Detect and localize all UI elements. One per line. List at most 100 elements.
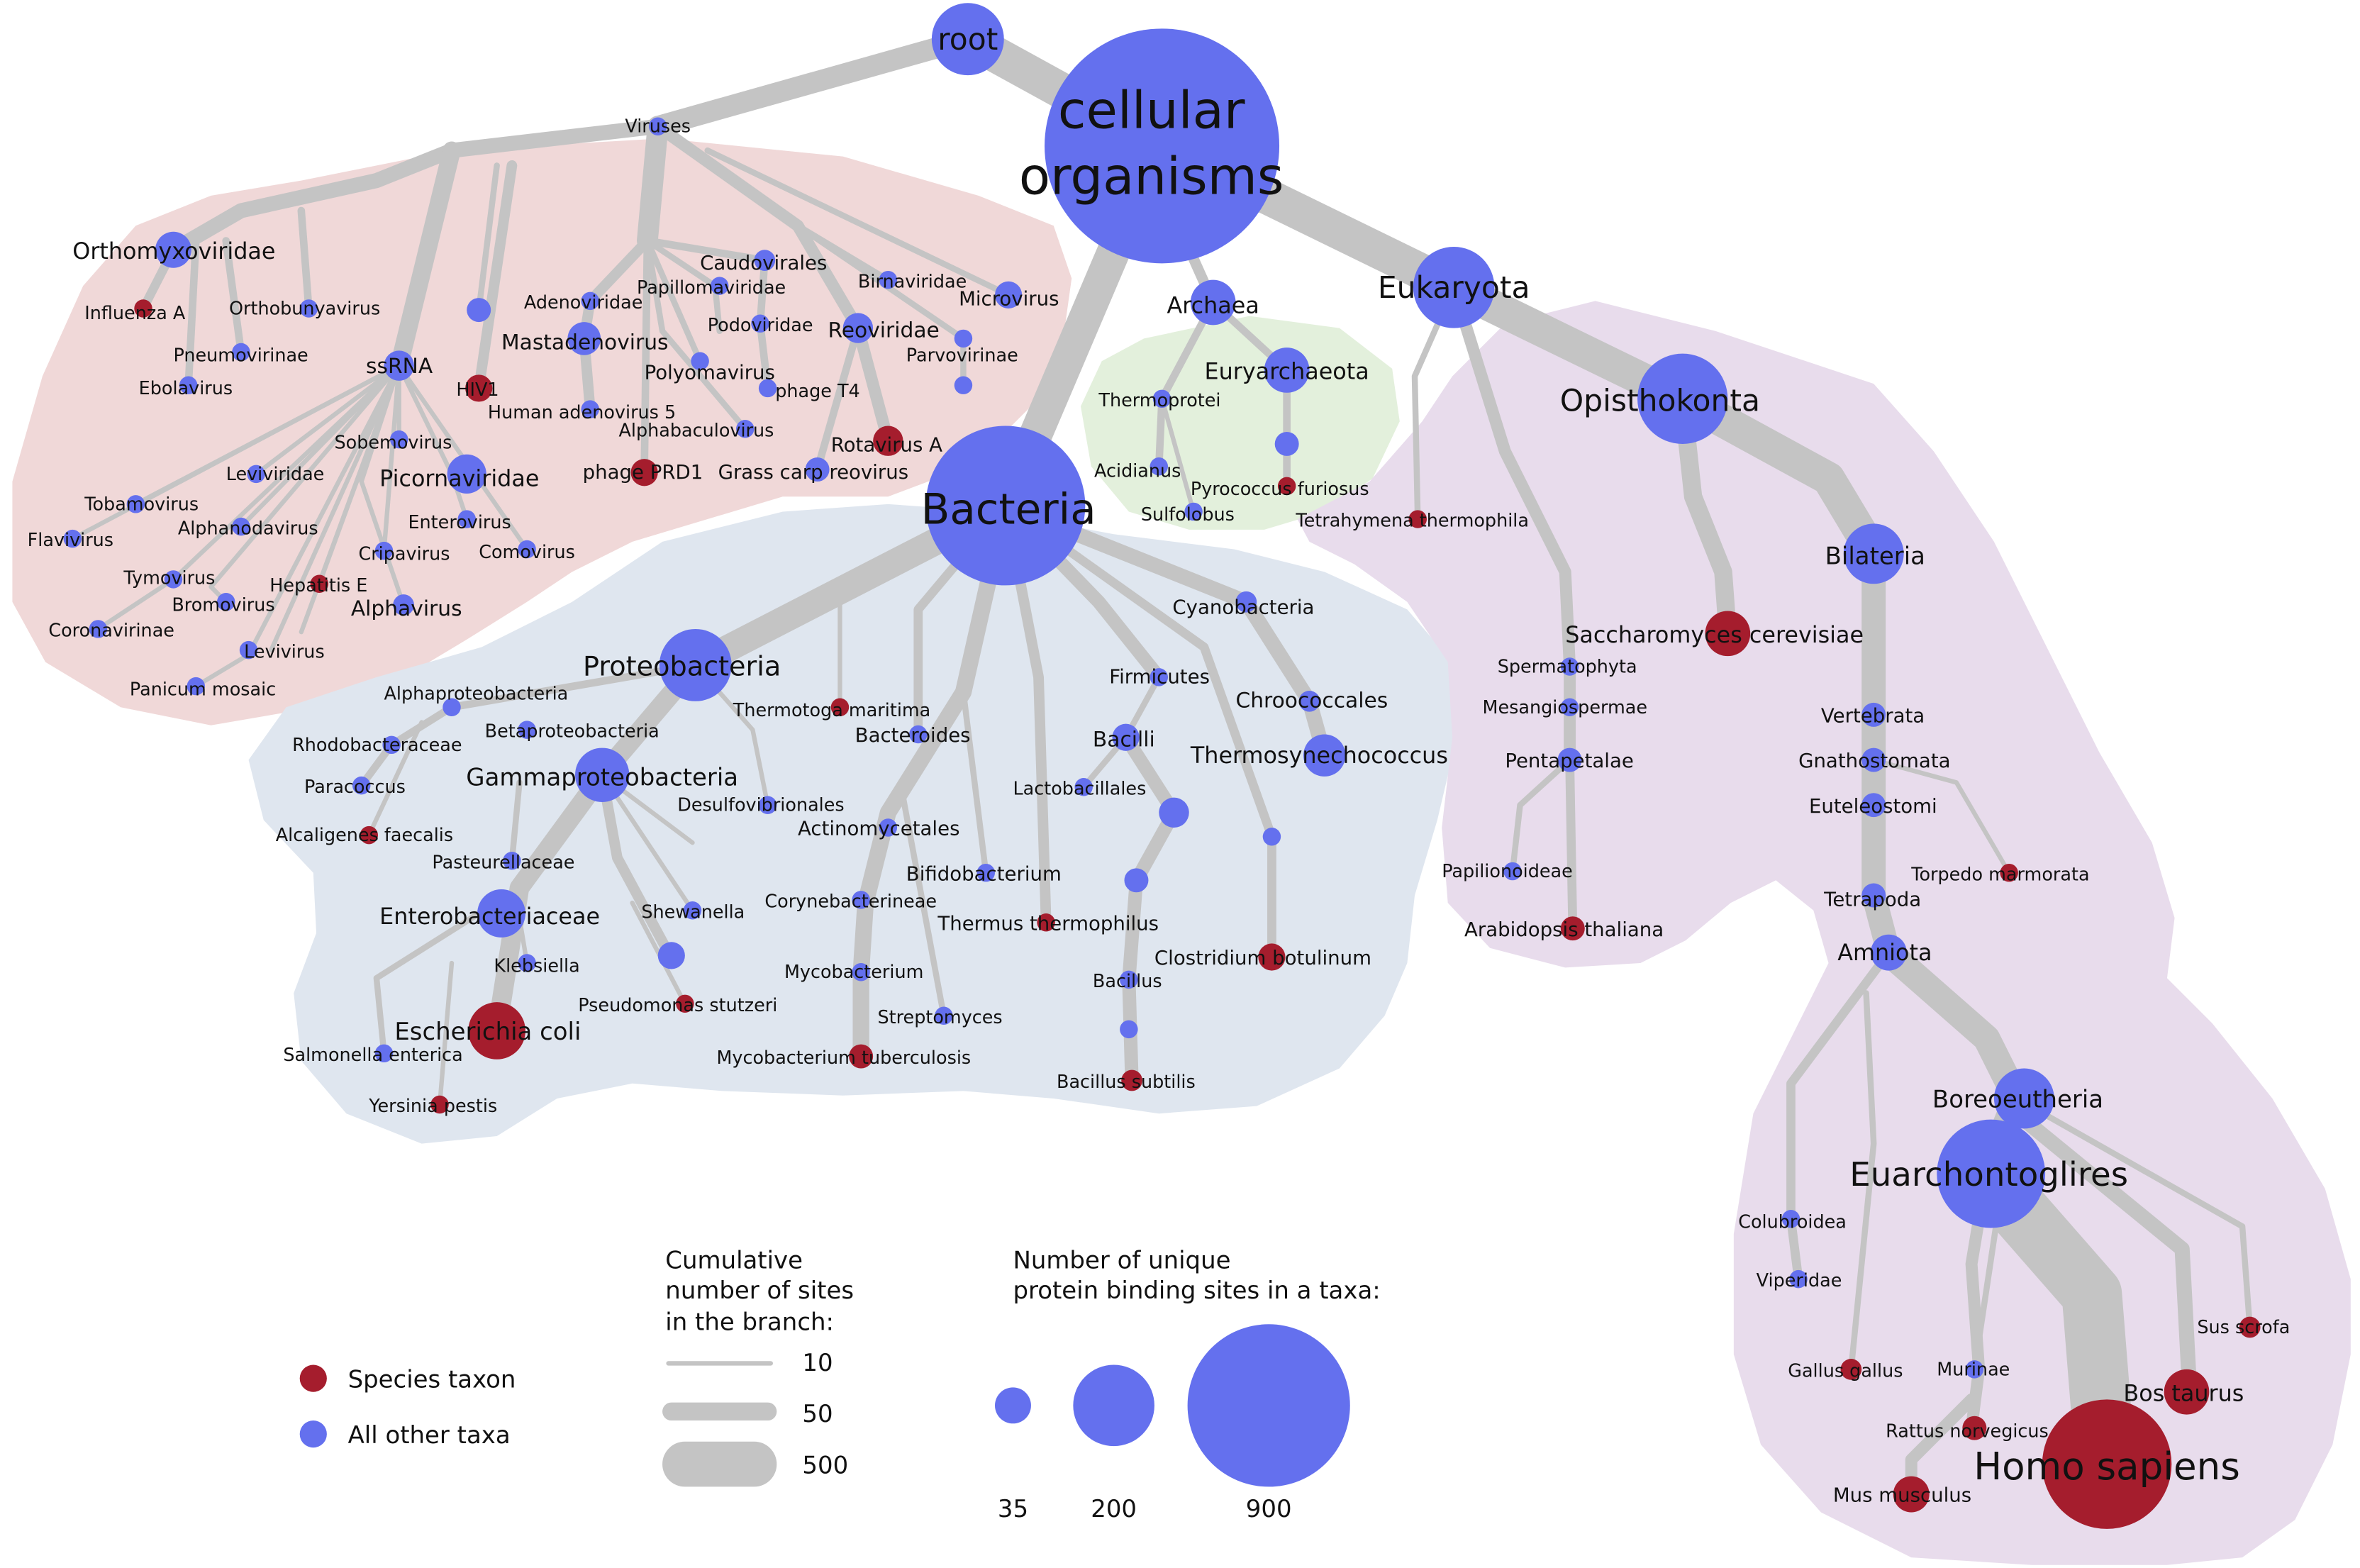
- edge-b-shew2: [600, 772, 695, 913]
- label-chroococcales: Chroococcales: [1236, 688, 1388, 713]
- node-virus-unnamed-1: [467, 298, 491, 323]
- label-pseudomonas-stutzeri: Pseudomonas stutzeri: [578, 995, 777, 1016]
- size-legend-value-35: 35: [998, 1495, 1028, 1523]
- label-ssrna: ssRNA: [366, 354, 433, 379]
- node-influenza-a: [134, 299, 152, 318]
- node-tymovirus: [164, 570, 183, 589]
- label-rhodobacteraceae: Rhodobacteraceae: [292, 735, 462, 756]
- label-cripavirus: Cripavirus: [358, 543, 450, 565]
- node-phage-prd1: [630, 459, 658, 486]
- label-thermoprotei: Thermoprotei: [1098, 390, 1220, 411]
- label-archaea: Archaea: [1167, 291, 1259, 318]
- node-torpedo-marmorata: [2000, 863, 2018, 882]
- edge-a-eury: [1209, 299, 1291, 490]
- label-alphavirus: Alphavirus: [351, 596, 462, 621]
- label-euteleostomi: Euteleostomi: [1809, 794, 1937, 818]
- tree-edges: [70, 21, 2253, 1513]
- label-cyanobacteria: Cyanobacteria: [1172, 596, 1314, 619]
- edge-ss-6: [253, 363, 401, 477]
- node-alphanodavirus: [232, 517, 250, 536]
- node-archaea: [1190, 279, 1236, 326]
- label-cellular: cellular: [1058, 81, 1245, 140]
- edge-e-papil: [1509, 757, 1573, 874]
- label-ebolavirus: Ebolavirus: [139, 378, 233, 399]
- label-flavivirus: Flavivirus: [28, 530, 113, 551]
- edge-v-adeno: [579, 235, 653, 415]
- label-leviviridae: Leviviridae: [226, 464, 325, 485]
- label-mycobacterium-tuberculosis: Mycobacterium tuberculosis: [716, 1047, 971, 1069]
- edge-b-pasteu: [508, 779, 523, 864]
- label-orthobunyavirus: Orthobunyavirus: [229, 298, 380, 319]
- edge-e-sus: [2013, 1095, 2253, 1330]
- label-caudovirales: Caudovirales: [700, 251, 827, 274]
- label-firmicutes: Firmicutes: [1109, 665, 1210, 688]
- label-corynebacterineae: Corynebacterineae: [764, 891, 937, 912]
- edge-v-micro: [704, 147, 1012, 299]
- edge-v-alphab: [644, 238, 749, 432]
- node-birnaviridae: [879, 270, 898, 289]
- size-legend-value-200: 200: [1091, 1495, 1137, 1523]
- node-rotavirus-a: [873, 426, 903, 456]
- node-opisthokonta: [1637, 353, 1728, 444]
- label-bacteroides: Bacteroides: [855, 723, 971, 747]
- edge-b-alcal: [367, 720, 424, 838]
- edge-v-hiv: [473, 160, 518, 394]
- label-clostridium-botulinum: Clostridium botulinum: [1154, 946, 1371, 969]
- node-thermosynechococcus: [1303, 734, 1346, 777]
- label-vertebrata: Vertebrata: [1821, 704, 1925, 728]
- node-bilateria: [1843, 523, 1904, 584]
- edge-v-ebola: [184, 237, 200, 389]
- node-cellular-organisms: [1045, 28, 1280, 264]
- label-thermotoga-maritima: Thermotoga maritima: [733, 700, 931, 721]
- label-lactobacillales: Lactobacillales: [1013, 778, 1146, 799]
- node-ebolavirus: [179, 376, 198, 394]
- label-parvovirinae: Parvovirinae: [906, 345, 1018, 366]
- label-thermosynechococcus: Thermosynechococcus: [1190, 742, 1448, 769]
- edge-v-reo: [652, 120, 894, 447]
- node-cripavirus: [374, 541, 394, 560]
- node-polyomavirus: [691, 352, 709, 370]
- label-actinomycetales: Actinomycetales: [798, 817, 959, 840]
- node-shew-unnamed: [657, 942, 685, 969]
- node-thermotoga-maritima: [830, 698, 850, 717]
- node-thermoprotei: [1152, 389, 1171, 408]
- label-gammaproteobacteria: Gammaproteobacteria: [466, 764, 738, 792]
- legend-other-swatch: [299, 1420, 327, 1448]
- label-murinae: Murinae: [1937, 1359, 2010, 1380]
- node-microvirus: [995, 281, 1023, 308]
- label-alphaproteobacteria: Alphaproteobacteria: [384, 684, 569, 705]
- label-euarchontoglires: Euarchontoglires: [1849, 1156, 2128, 1194]
- node-levivirus: [239, 640, 258, 660]
- edge-a-sulfo: [1159, 396, 1196, 514]
- label-viruses: Viruses: [625, 116, 691, 138]
- edge-legend-value-10: 10: [802, 1349, 833, 1377]
- label-alphanodavirus: Alphanodavirus: [178, 518, 318, 539]
- label-orthomyxoviridae: Orthomyxoviridae: [72, 238, 275, 265]
- node-homo-sapiens: [2042, 1399, 2172, 1529]
- label-papillomaviridae: Papillomaviridae: [637, 277, 786, 299]
- legend-species-label: Species taxon: [348, 1365, 516, 1394]
- node-parvo-unnamed: [954, 376, 973, 394]
- label-sulfolobus: Sulfolobus: [1141, 504, 1235, 526]
- node-arabidopsis-thaliana: [1560, 916, 1585, 941]
- node-grass-carp-reovirus: [805, 457, 830, 482]
- label-sobemovirus: Sobemovirus: [335, 432, 452, 453]
- node-paracoccus: [352, 776, 371, 795]
- node-bacillus: [1120, 970, 1138, 989]
- node-flavivirus: [63, 529, 82, 548]
- edge-e-plants: [1447, 281, 1576, 767]
- edge-legend-title-3: in the branch:: [665, 1308, 834, 1337]
- label-phage-prd1: phage PRD1: [583, 460, 703, 484]
- label-spermatophyta: Spermatophyta: [1498, 656, 1637, 677]
- label-pasteurellaceae: Pasteurellaceae: [432, 852, 574, 873]
- label-saccharomyces-cerevisiae: Saccharomyces cerevisiae: [1565, 621, 1864, 648]
- node-klebsiella: [518, 954, 536, 972]
- node-euryarchaeota: [1264, 347, 1310, 393]
- label-microvirus: Microvirus: [959, 287, 1059, 311]
- node-orthomyxoviridae: [155, 231, 191, 268]
- node-papilionoideae: [1503, 862, 1522, 881]
- edge-b-shew: [596, 769, 676, 961]
- label-sus-scrofa: Sus scrofa: [2197, 1317, 2290, 1338]
- node-picornaviridae: [447, 454, 486, 494]
